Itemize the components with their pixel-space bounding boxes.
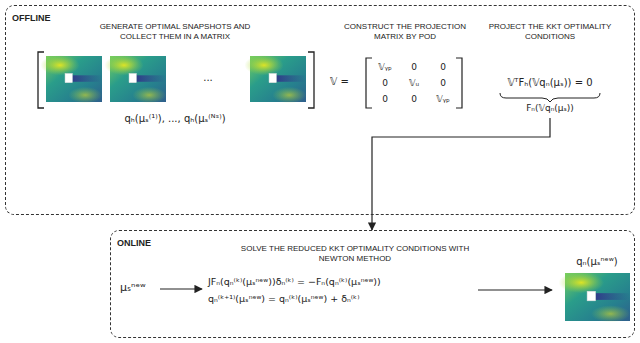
matrix-cell: 0 [400,94,428,105]
flow-arrow [478,289,552,290]
equation: Fₙ(𝕍qₙ(μₛ)) [490,103,610,114]
matrix-bracket [456,58,462,108]
snapshot-label: qₕ(μₛ⁽¹⁾), ..., qₕ(μₛ⁽ᴺˢ⁾) [75,113,275,125]
obstacle [65,73,72,82]
field-spot [244,55,283,75]
parameter: μₛⁿᵉʷ [120,281,160,294]
step-heading: GENERATE OPTIMAL SNAPSHOTS AND COLLECT T… [85,22,265,41]
underbrace [500,93,600,102]
matrix-cell: 0 [371,94,399,105]
field-spot [591,305,630,322]
field-wake [276,75,306,81]
equation: 𝕍ᵀFₕ(𝕍qₙ(μₛ)) = 0 [475,77,625,89]
flow-arrow [160,288,202,289]
matrix-cell: 0 [400,62,428,73]
field-spot [40,55,79,75]
field-spot [132,87,166,104]
field-spot [68,87,102,104]
ellipsis: ... [188,72,228,84]
field-spot [559,272,605,293]
flow-snapshot [244,55,306,103]
step-heading: CONSTRUCT THE PROJECTION MATRIX BY POD [335,22,475,41]
obstacle [269,73,276,82]
field-spot [104,55,143,75]
matrix-cell: 𝕍ᵧₚ [371,62,399,73]
flow-snapshot [559,272,631,322]
matrix-bracket [308,52,314,108]
matrix-cell: 0 [429,78,457,89]
obstacle [587,291,595,301]
matrix-bracket [366,58,372,108]
step-heading: SOLVE THE REDUCED KKT OPTIMALITY CONDITI… [232,244,478,263]
field-spot [272,87,306,104]
matrix-cell: 0 [371,78,399,89]
field-wake [596,293,630,300]
matrix-name: 𝕍 = [330,76,364,88]
equation: JFₙ(qₙ⁽ᵏ⁾(μₛⁿᵉʷ))δₙ⁽ᵏ⁾ = −Fₙ(qₙ⁽ᵏ⁾(μₛⁿᵉʷ… [208,276,473,287]
matrix-cell: 𝕍ᵧₚ [429,94,457,105]
matrix-cell: 𝕍ᵤ [400,78,428,89]
flow-line [372,118,550,215]
obstacle [129,73,136,82]
matrix-cell: 0 [429,62,457,73]
flow-snapshot [104,55,166,103]
step-heading: PROJECT THE KKT OPTIMALITY CONDITIONS [480,22,620,41]
flow-snapshot [40,55,102,103]
field-wake [72,75,102,81]
equation: qₙ⁽ᵏ⁺¹⁾(μₛⁿᵉʷ) = qₙ⁽ᵏ⁾(μₛⁿᵉʷ) + δₙ⁽ᵏ⁾ [208,293,473,304]
matrix-bracket [38,52,44,108]
flow-arrow [371,215,372,230]
stage-title: OFFLINE [12,13,51,23]
field-wake [136,75,166,81]
output-label: qₙ(μₛⁿᵉʷ) [557,256,637,268]
stage-title: ONLINE [117,238,151,248]
